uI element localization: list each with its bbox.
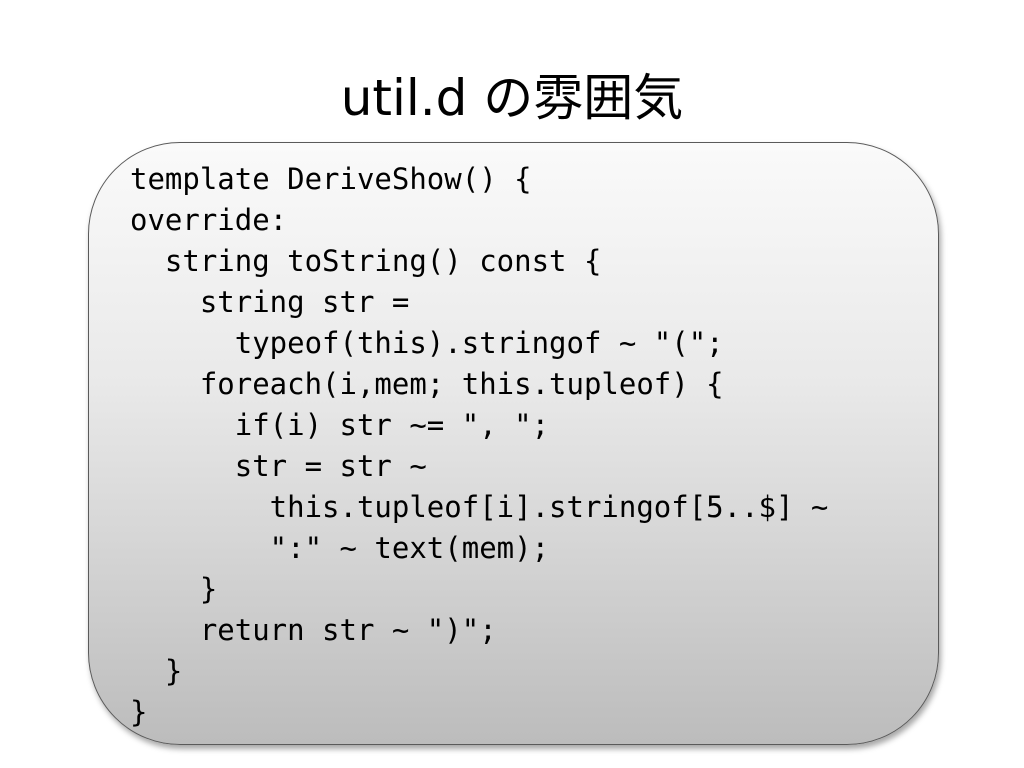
- code-line: ":" ~ text(mem);: [130, 531, 550, 565]
- slide-title: util.d の雰囲気: [340, 69, 684, 127]
- code-line: if(i) str ~= ", ";: [130, 408, 550, 442]
- code-line: this.tupleof[i].stringof[5..$] ~: [130, 490, 829, 524]
- code-line: }: [130, 695, 148, 729]
- code-box: [88, 142, 939, 745]
- code-line: typeof(this).stringof ~ "(";: [130, 326, 724, 360]
- code-line: override:: [130, 203, 288, 237]
- code-line: foreach(i,mem; this.tupleof) {: [130, 367, 724, 401]
- code-line: }: [130, 572, 218, 606]
- code-line: string toString() const {: [130, 244, 602, 278]
- code-line: string str =: [130, 285, 410, 319]
- code-line: }: [130, 654, 183, 688]
- code-line: template DeriveShow() {: [130, 162, 532, 196]
- code-block: template DeriveShow() { override: string…: [130, 159, 828, 733]
- code-line: str = str ~: [130, 449, 427, 483]
- code-line: return str ~ ")";: [130, 613, 497, 647]
